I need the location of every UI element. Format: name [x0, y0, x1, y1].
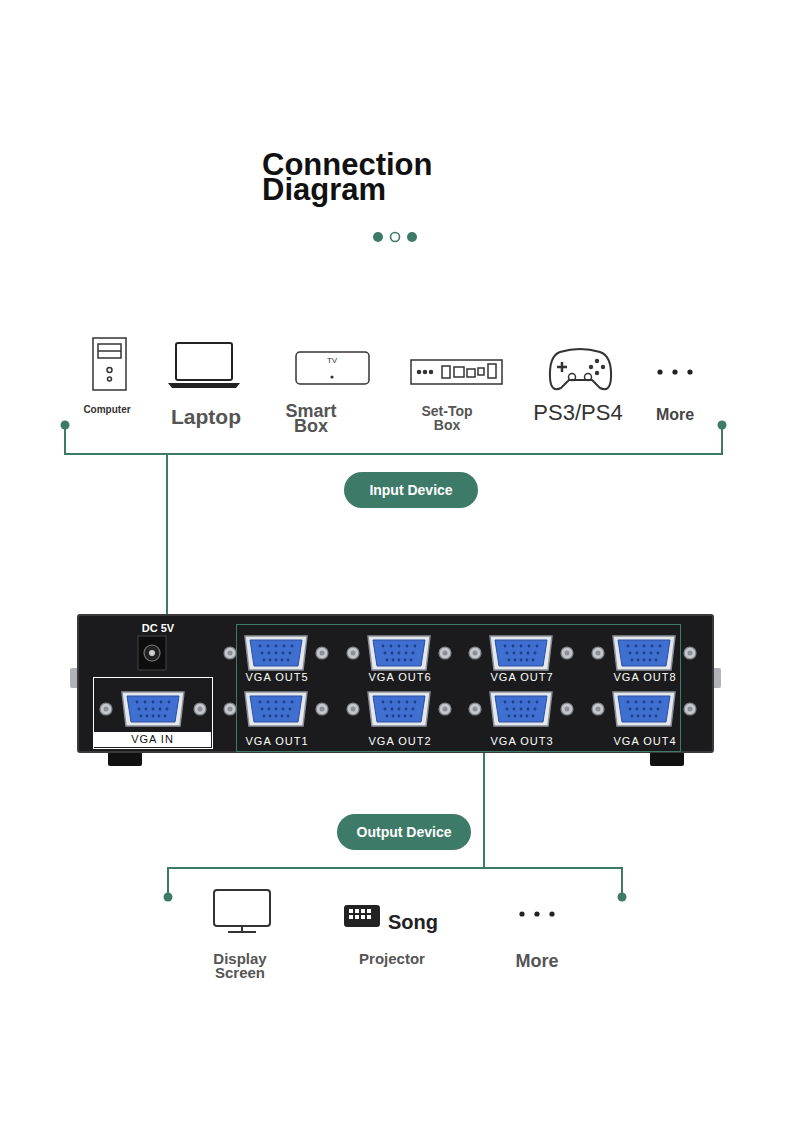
- gamepad-icon: [550, 349, 611, 389]
- more-dots: [657, 369, 692, 374]
- input-bracket: [61, 421, 727, 677]
- more-dots: [519, 911, 554, 916]
- port-label: VGA OUT6: [345, 671, 455, 684]
- title-dots: [373, 232, 417, 242]
- device-label: More: [643, 406, 707, 424]
- port-label: VGA OUT2: [345, 735, 455, 748]
- computer-icon: [93, 338, 126, 390]
- device-label: Projector: [346, 950, 438, 968]
- vga-ports: [100, 636, 696, 726]
- port-label: VGA OUT5: [222, 671, 332, 684]
- device-label: PS3/PS4: [522, 400, 634, 426]
- device-label: More: [505, 951, 569, 972]
- vga-out-panel: VGA OUT5VGA OUT6VGA OUT7VGA OUT8VGA OUT1…: [236, 624, 681, 752]
- input-device-pill: Input Device: [344, 472, 478, 508]
- output-bracket: [164, 753, 627, 902]
- projector-icon: [344, 905, 380, 927]
- device-label: Display Screen: [198, 952, 282, 980]
- device-label: Smart Box: [275, 404, 347, 434]
- diagram-title: Connection Diagram: [262, 152, 462, 202]
- splitter-housing: [70, 615, 721, 766]
- set-top-box-icon: [411, 360, 502, 384]
- device-group-label: Output Device: [357, 824, 452, 841]
- device-group-label: Input Device: [369, 482, 452, 499]
- icon-text: TV: [320, 356, 344, 366]
- port-label: DC 5V: [128, 622, 188, 635]
- smart-box-icon: [296, 352, 369, 384]
- monitor-icon: [214, 890, 270, 932]
- port-label: VGA OUT8: [590, 671, 700, 684]
- port-label: VGA IN: [94, 732, 211, 747]
- port-label: VGA OUT3: [467, 735, 577, 748]
- device-label: Set-Top Box: [407, 404, 487, 432]
- port-label: VGA OUT4: [590, 735, 700, 748]
- device-label: Song: [383, 910, 443, 934]
- laptop-icon: [168, 343, 240, 388]
- vga-in-panel: VGA IN: [93, 677, 213, 749]
- device-label: Laptop: [158, 405, 254, 429]
- splitter-housing: DC 5VVGA INVGA OUT5VGA OUT6VGA OUT7VGA O…: [78, 615, 713, 752]
- device-label: Computer: [72, 404, 142, 416]
- port-label: VGA OUT1: [222, 735, 332, 748]
- port-label: VGA OUT7: [467, 671, 577, 684]
- output-device-pill: Output Device: [337, 814, 471, 850]
